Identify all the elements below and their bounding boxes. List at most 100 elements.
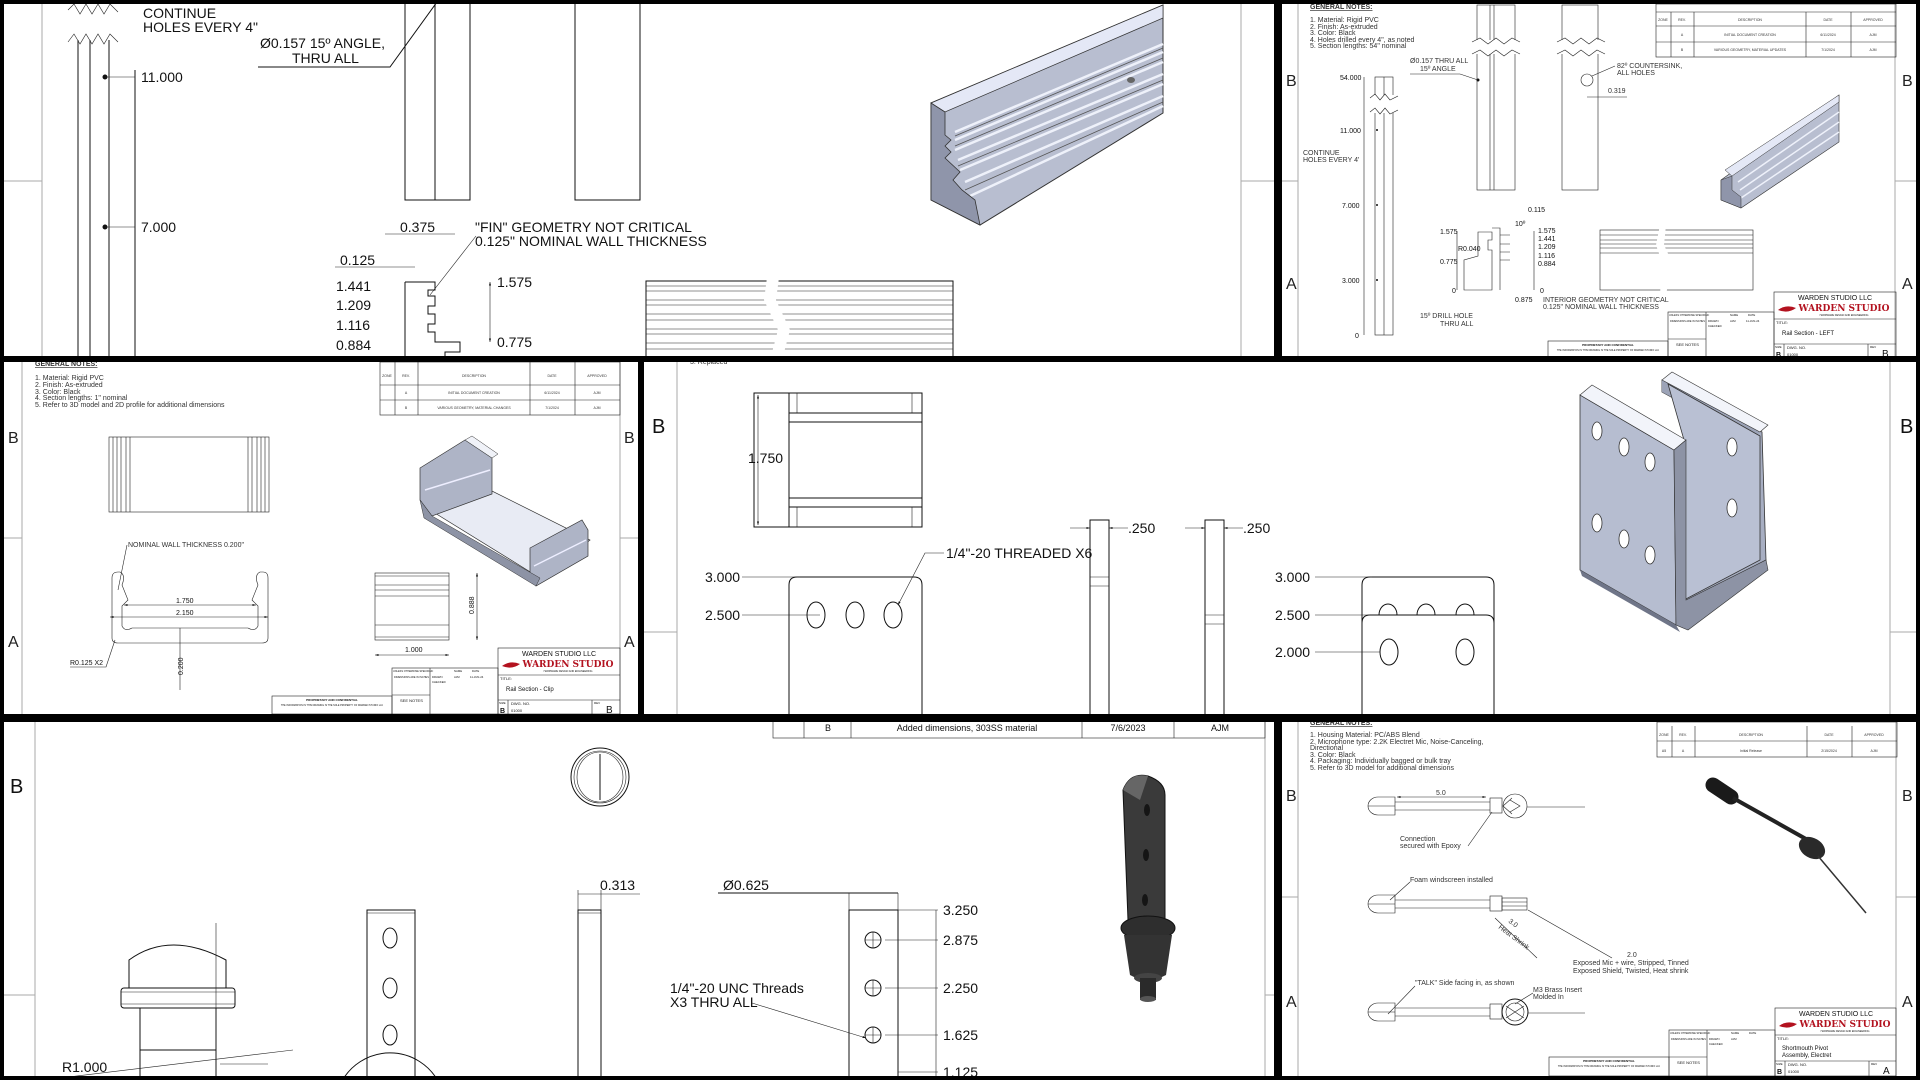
profile-dim: 1.441 xyxy=(336,278,371,294)
profile-dim: 1.209 xyxy=(336,297,371,313)
svg-text:APPROVED: APPROVED xyxy=(587,374,607,378)
svg-text:A: A xyxy=(1681,33,1684,37)
svg-text:7.000: 7.000 xyxy=(1342,203,1360,210)
svg-text:5. Refer to 3D model and 2D p: 5. Refer to 3D model and 2D profile for … xyxy=(35,402,225,409)
zone-label: B xyxy=(1286,73,1297,90)
thickness-dim: .250 xyxy=(1243,520,1270,536)
svg-text:0: 0 xyxy=(1452,288,1456,295)
panel-bracket[interactable]: 3. Replaced B B 1.750 3.000 2.500 1/4"-2… xyxy=(644,359,1916,720)
rail-striped-view xyxy=(645,270,954,356)
countersink-note: 82º COUNTERSINK, xyxy=(1617,63,1682,70)
svg-text:A: A xyxy=(1682,749,1685,753)
svg-text:VARIOUS GEOMETRY, MATERIAL CHA: VARIOUS GEOMETRY, MATERIAL CHANGES xyxy=(437,406,511,410)
svg-text:01000: 01000 xyxy=(1787,352,1799,357)
rail-striped-view xyxy=(1599,225,1754,295)
rev-letter: B xyxy=(1882,349,1889,360)
zone-label: B xyxy=(1902,788,1913,805)
svg-text:DRAWN: DRAWN xyxy=(1709,1037,1719,1041)
svg-text:AJM: AJM xyxy=(1870,48,1877,52)
countersink-note: ALL HOLES xyxy=(1617,70,1655,77)
svg-text:DWG. NO.: DWG. NO. xyxy=(1787,345,1806,350)
proprietary-block: PROPRIETARY AND CONFIDENTIAL THE INFORMA… xyxy=(271,695,393,714)
svg-text:HARDWARE DESIGN AND ENGINEERIN: HARDWARE DESIGN AND ENGINEERING xyxy=(1820,314,1869,317)
continue-note: CONTINUE xyxy=(143,5,216,21)
panel-mic[interactable]: B B A A GENERAL NOTES: 1. Housing Materi… xyxy=(1282,720,1916,1077)
svg-text:3. Color: Black: 3. Color: Black xyxy=(1310,752,1356,759)
panel-pivot[interactable]: B B Added dimensions, 303SS material 7/6… xyxy=(4,712,1274,1080)
zone-label: A xyxy=(624,634,635,651)
svg-text:2. Finish: As-extruded: 2. Finish: As-extruded xyxy=(35,382,103,389)
svg-text:B: B xyxy=(1777,1069,1782,1076)
svg-text:THE INFORMATION IN THIS DRAWIN: THE INFORMATION IN THIS DRAWING IS THE S… xyxy=(1557,349,1660,352)
pivot-front-view xyxy=(344,909,436,1076)
connection-note: secured with Epoxy xyxy=(1400,843,1461,850)
panel-rail-continuous[interactable]: CONTINUE HOLES EVERY 4" 11.000 7.000 Ø0.… xyxy=(4,0,1274,361)
dim-label: 2.500 xyxy=(705,607,740,623)
svg-text:AJM: AJM xyxy=(1871,749,1878,753)
mic-view-1 xyxy=(1367,793,1585,847)
svg-text:DATE: DATE xyxy=(1749,1031,1756,1035)
panel-rail-clip[interactable]: B B A A GENERAL NOTES: 1. Material: Rigi… xyxy=(4,361,638,716)
svg-text:B: B xyxy=(1681,48,1684,52)
svg-text:TITLE:: TITLE: xyxy=(500,676,512,681)
notes-title: GENERAL NOTES: xyxy=(35,361,98,368)
svg-text:7/6/2023: 7/6/2023 xyxy=(1110,723,1145,733)
height-dim: 1.750 xyxy=(748,450,783,466)
clip-side-view xyxy=(374,572,479,657)
svg-text:2.250: 2.250 xyxy=(943,980,978,996)
svg-text:DATE: DATE xyxy=(472,669,479,673)
floor-dim: 0.200 xyxy=(178,657,185,675)
svg-text:REV: REV xyxy=(1871,1062,1877,1066)
mic-3d-view xyxy=(1705,777,1867,914)
zone-label: B xyxy=(10,776,23,798)
svg-text:NAME: NAME xyxy=(1730,313,1738,317)
svg-text:SIZE: SIZE xyxy=(1776,1062,1783,1066)
fin-note: "FIN" GEOMETRY NOT CRITICAL xyxy=(475,219,692,235)
rev-letter: A xyxy=(1883,1066,1890,1077)
drawing-title: Rail Section - LEFT xyxy=(1782,331,1834,337)
svg-text:1.625: 1.625 xyxy=(943,1027,978,1043)
svg-text:R0.040: R0.040 xyxy=(1458,246,1481,253)
panel-rail-left[interactable]: B B A A GENERAL NOTES: 1. Material: Rigi… xyxy=(1282,4,1916,360)
drawing-title: Assembly, Electret xyxy=(1782,1053,1832,1059)
bracket-side-views xyxy=(1070,519,1243,714)
width-dim: 0.125 xyxy=(340,252,375,268)
svg-text:Added dimensions, 303SS materi: Added dimensions, 303SS material xyxy=(897,723,1038,733)
svg-text:AJM: AJM xyxy=(1730,319,1736,323)
svg-text:B: B xyxy=(500,708,505,715)
hole-dim: 11.000 xyxy=(141,69,183,85)
svg-text:1.441: 1.441 xyxy=(1538,236,1556,243)
svg-text:DESCRIPTION: DESCRIPTION xyxy=(1738,18,1762,22)
pivot-rear-view xyxy=(718,892,938,1076)
hole-callout: Ø0.157 THRU ALL xyxy=(1410,58,1468,65)
thread-note: 1/4"-20 UNC Threads xyxy=(670,980,804,996)
clip-top-view xyxy=(108,436,270,513)
svg-text:1.116: 1.116 xyxy=(1538,253,1555,260)
zone-label: A xyxy=(1902,994,1913,1011)
svg-text:DRAWN: DRAWN xyxy=(1708,319,1718,323)
profile-dim: 0.884 xyxy=(336,337,371,353)
foam-note: Foam windscreen installed xyxy=(1410,877,1493,884)
svg-text:APPROVED: APPROVED xyxy=(1863,18,1883,22)
svg-text:DIMENSIONS ARE IN INCHES: DIMENSIONS ARE IN INCHES xyxy=(394,676,429,679)
continue-note: HOLES EVERY 4" xyxy=(143,19,258,35)
svg-text:THE INFORMATION IN THIS DRAWIN: THE INFORMATION IN THIS DRAWING IS THE S… xyxy=(1558,1065,1661,1068)
thickness-dim: 0.313 xyxy=(600,877,635,893)
thread-note: X3 THRU ALL xyxy=(670,994,758,1010)
svg-text:7/1/2024: 7/1/2024 xyxy=(545,406,559,410)
fin-note: 0.125" NOMINAL WALL THICKNESS xyxy=(475,233,707,249)
width-dim: 0.375 xyxy=(400,219,435,235)
svg-text:DRAWN: DRAWN xyxy=(432,675,442,679)
pivot-left-view xyxy=(74,923,294,1076)
svg-text:2.875: 2.875 xyxy=(943,932,978,948)
mic-view-3 xyxy=(1367,985,1585,1026)
svg-text:0.775: 0.775 xyxy=(1440,259,1458,266)
svg-text:11-JUN-24: 11-JUN-24 xyxy=(1746,319,1760,323)
svg-text:ZONE: ZONE xyxy=(382,374,392,378)
svg-text:A5: A5 xyxy=(1662,749,1666,753)
svg-text:INITIAL DOCUMENT CREATION: INITIAL DOCUMENT CREATION xyxy=(448,391,500,395)
